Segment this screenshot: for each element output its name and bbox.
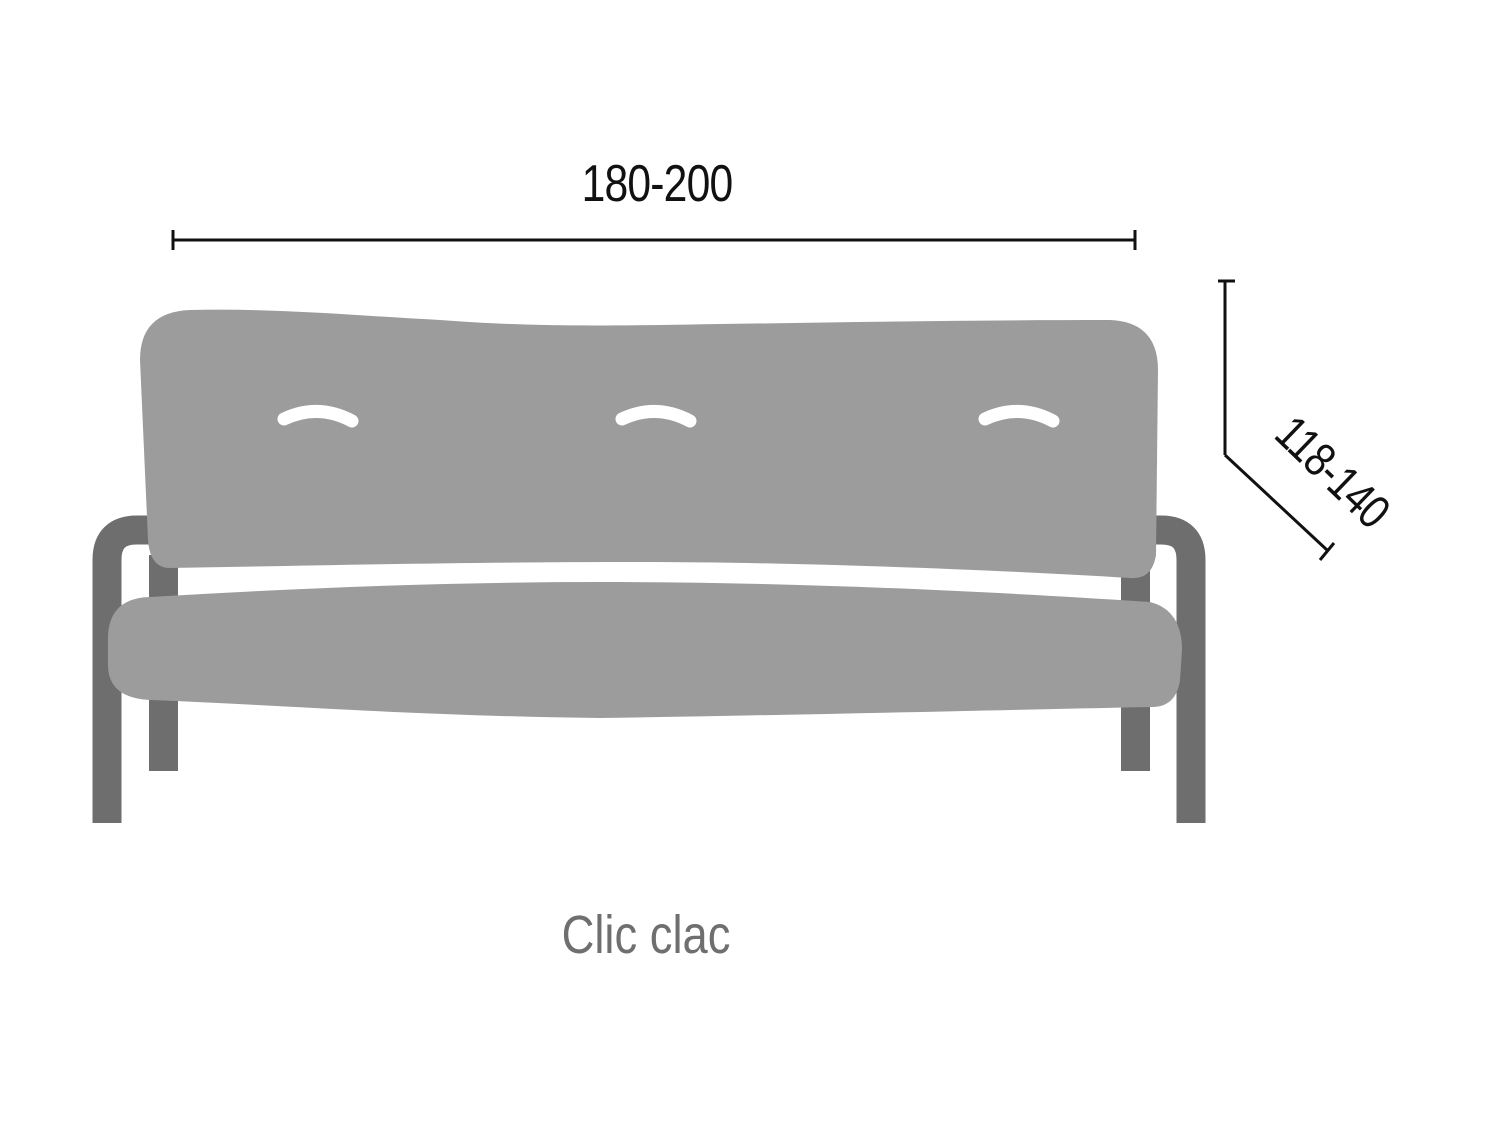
width-dimension-line (171, 230, 1137, 250)
tufting-buttons (277, 404, 1060, 428)
depth-dimension-line (1218, 279, 1336, 561)
tufting-button-icon (978, 404, 1060, 428)
sofa-frame (92, 515, 1206, 823)
tufting-button-icon (615, 404, 697, 428)
tufting-button-icon (277, 404, 359, 428)
backrest-cushion (140, 309, 1158, 579)
seat-cushion (108, 582, 1182, 718)
sofa-type-caption: Clic clac (561, 905, 731, 965)
width-dimension-label: 180-200 (581, 155, 734, 213)
